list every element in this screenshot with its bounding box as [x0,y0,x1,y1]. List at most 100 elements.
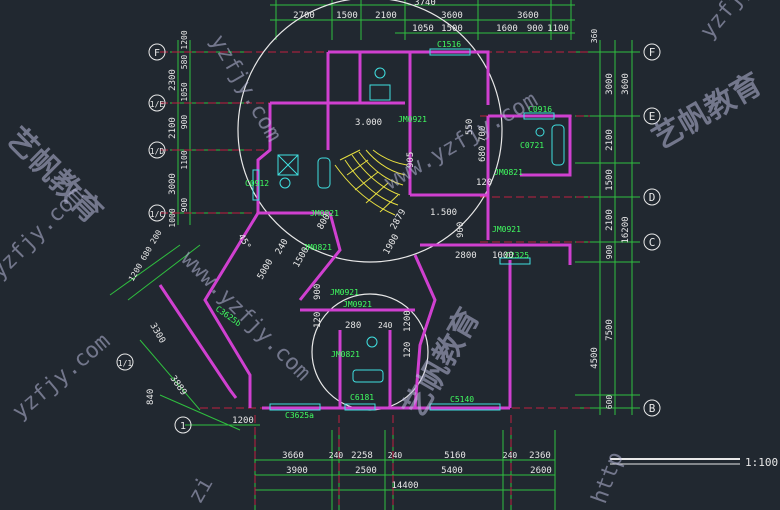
dim-top-1050: 1050 [412,24,434,34]
label-jm0921-b: JM0921 [492,225,521,234]
dimension-lines [109,0,640,510]
scale-bar: 1:100 [610,456,778,469]
dim-5000: 5000 [256,258,276,282]
dim-top-1600: 1600 [496,24,518,34]
label-jm0921-c: JM0921 [330,288,359,297]
level-3000: 3.000 [355,118,382,128]
dim-left-3000: 3000 [168,173,178,195]
dim-bot-5160: 5160 [444,451,466,461]
dim-right-1500: 1500 [605,169,615,191]
axis-right-b: B [649,402,656,415]
top-dimension-text: 3740 2700 1500 2100 3600 3600 1050 1500 … [293,0,569,34]
dim-top-1500: 1500 [336,11,358,21]
axis-left-f: F [154,48,160,59]
dim-right-3600: 3600 [621,73,631,95]
label-c5140: C5140 [450,395,474,404]
dim-right-7500: 7500 [605,319,615,341]
dim-left-1000: 1000 [168,208,177,227]
dim-left-2300: 2300 [168,69,178,91]
axis-side-left-11: 1/1 [118,359,133,368]
dim-bot-3900: 3900 [286,466,308,476]
dim-top-3600a: 3600 [441,11,463,21]
dim-1900: 1900 [382,233,402,257]
dim-right-2100b: 2100 [605,209,615,231]
label-c2325: C2325 [505,251,529,260]
watermark-url-6: yzfjy.com [0,182,89,284]
label-jm0821-b: JM0821 [303,243,332,252]
dim-top-2100: 2100 [375,11,397,21]
dim-bot-total: 14400 [391,481,418,491]
dim-bot-240a: 240 [329,451,344,460]
dim-bot-5400: 5400 [441,466,463,476]
dim-bot-2600: 2600 [530,466,552,476]
dim-right-4500: 4500 [590,347,600,369]
dim-bot-2360: 2360 [529,451,551,461]
dim-right-360: 360 [590,29,599,44]
label-jm0821-d: JM0821 [494,168,523,177]
dim-left-1200: 1200 [180,30,189,49]
dim-700: 700 [478,126,488,142]
dim-left-2100: 2100 [168,117,178,139]
walls [158,50,572,410]
label-c6181: C6181 [350,393,374,402]
staircase [334,149,408,216]
label-c1516: C1516 [437,40,461,49]
axis-right-d: D [649,191,656,204]
label-c0916: C0916 [528,105,552,114]
dim-280: 280 [345,321,361,331]
watermark-http: http [587,449,629,507]
dim-bot-240c: 240 [503,451,518,460]
axis-markers-right: F E D C B [643,43,661,417]
dim-840: 840 [146,389,156,405]
right-dimension-text: 3000 2100 1500 2100 900 7500 600 3600 16… [590,29,631,410]
dim-1000: 1000 [492,251,514,261]
axis-left-1e: 1/E [150,100,165,109]
axis-right-c: C [649,236,656,249]
dim-1200-int: 1200 [403,310,413,332]
dim-3300: 3300 [147,322,167,346]
dim-120c: 120 [403,342,413,358]
dim-right-16200: 16200 [621,216,631,243]
dim-left-580: 580 [180,55,189,70]
axis-right-f: F [649,46,656,59]
dim-900b: 900 [313,284,323,300]
windows-and-fixtures [252,48,565,411]
dim-2879: 2879 [389,208,409,232]
dim-top-1100: 1100 [547,24,569,34]
label-c0912: C0912 [245,179,269,188]
dim-right-3000: 3000 [605,73,615,95]
bottom-dimension-text: 3660 240 2258 240 5160 240 2360 3900 250… [232,416,552,491]
dim-bot-2500: 2500 [355,466,377,476]
axis-bottom-left-1: 1 [180,421,186,432]
dim-left-1050: 1050 [180,82,189,101]
dim-bot-3660: 3660 [282,451,304,461]
dim-680: 680 [478,146,488,162]
dim-top-900: 900 [527,24,543,34]
dim-2800: 2800 [455,251,477,261]
axis-left-1c: 1/C [150,210,165,219]
dim-left-900a: 900 [180,115,189,130]
dim-120a: 120 [476,178,492,188]
dim-left-1100: 1100 [180,150,189,169]
dim-1200-680-200: 1200 680 200 [127,228,164,283]
dim-right-600: 600 [605,395,614,410]
label-c0721: C0721 [520,141,544,150]
watermark-zi: zi [184,473,219,508]
dim-905: 905 [406,152,416,168]
axis-left-1d: 1/D [150,147,165,156]
watermark-url-4: yzfjy.com [205,31,286,147]
watermark-url-5: yzfjy.com [695,0,780,44]
label-jm0821-c: JM0821 [331,350,360,359]
label-jm0921-d: JM0921 [343,300,372,309]
axis-right-e: E [649,110,656,123]
dim-top-2700: 2700 [293,11,315,21]
label-jm0921-a: JM0921 [398,115,427,124]
dim-right-900: 900 [605,245,614,260]
level-1500: 1.500 [430,208,457,218]
dim-240b: 240 [378,321,393,330]
dim-right-2100a: 2100 [605,129,615,151]
label-jm0821-a: JM0821 [310,209,339,218]
dim-top-total: 3740 [414,0,436,8]
watermark-brand-3: 艺帆教育 [647,67,768,157]
